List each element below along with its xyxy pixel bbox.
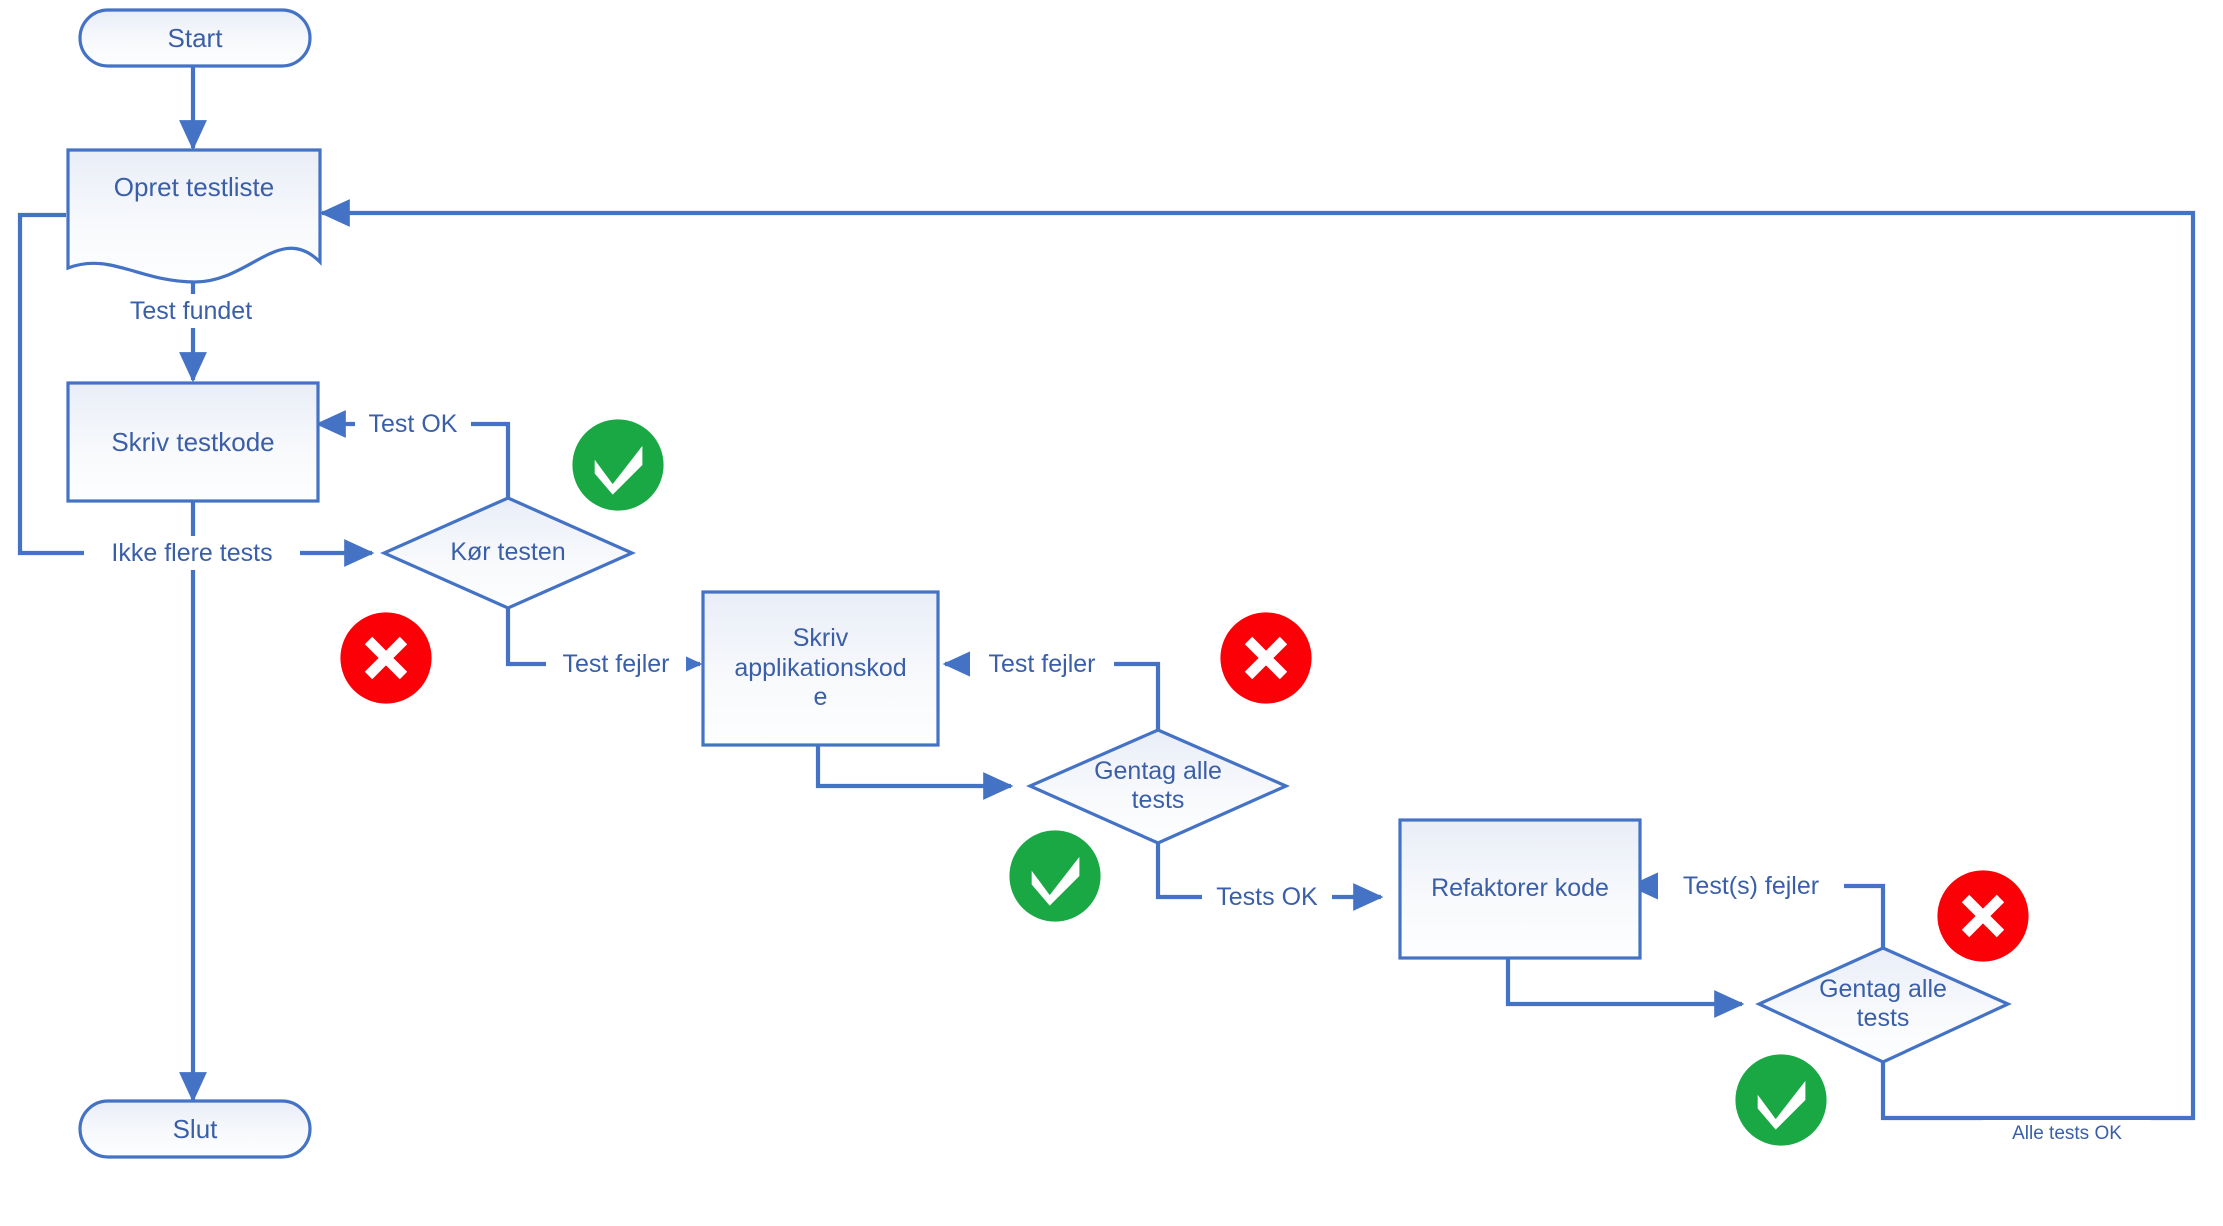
cross-circle-icon bbox=[340, 612, 432, 704]
edge-label-test-fejler-2: Test fejler bbox=[970, 647, 1114, 681]
node-refaktorer-kode[interactable] bbox=[1398, 818, 1642, 960]
check-circle-icon bbox=[1735, 1054, 1827, 1146]
cross-circle-icon bbox=[1937, 870, 2029, 962]
edge-label-tests-fejler: Test(s) fejler bbox=[1658, 869, 1844, 903]
cross-circle-icon bbox=[1220, 612, 1312, 704]
edge-label-ikke-flere-tests: Ikke flere tests bbox=[84, 536, 300, 570]
check-circle-icon bbox=[1009, 830, 1101, 922]
edge-label-test-fejler-1: Test fejler bbox=[546, 647, 686, 681]
edge-label-alle-tests-ok: Alle tests OK bbox=[1983, 1120, 2151, 1148]
edge-label-test-ok: Test OK bbox=[355, 407, 471, 441]
edge-label-test-fundet: Test fundet bbox=[96, 294, 286, 328]
connector-skriv-app-to-gentag1 bbox=[815, 745, 1014, 800]
node-gentag-alle-tests-2[interactable] bbox=[1755, 946, 2012, 1064]
node-start[interactable] bbox=[78, 8, 312, 68]
check-circle-icon bbox=[572, 419, 664, 511]
node-skriv-applikationskode[interactable] bbox=[701, 590, 940, 747]
edge-label-tests-ok: Tests OK bbox=[1202, 880, 1332, 914]
node-skriv-testkode[interactable] bbox=[66, 381, 320, 503]
node-koer-testen[interactable] bbox=[380, 496, 636, 610]
node-opret-testliste[interactable] bbox=[66, 148, 322, 284]
node-gentag-alle-tests-1[interactable] bbox=[1026, 728, 1290, 845]
connector-refaktorer-to-gentag2 bbox=[1505, 958, 1745, 1018]
node-slut[interactable] bbox=[78, 1099, 312, 1159]
connector-gentag2-to-opret bbox=[319, 199, 2196, 1121]
